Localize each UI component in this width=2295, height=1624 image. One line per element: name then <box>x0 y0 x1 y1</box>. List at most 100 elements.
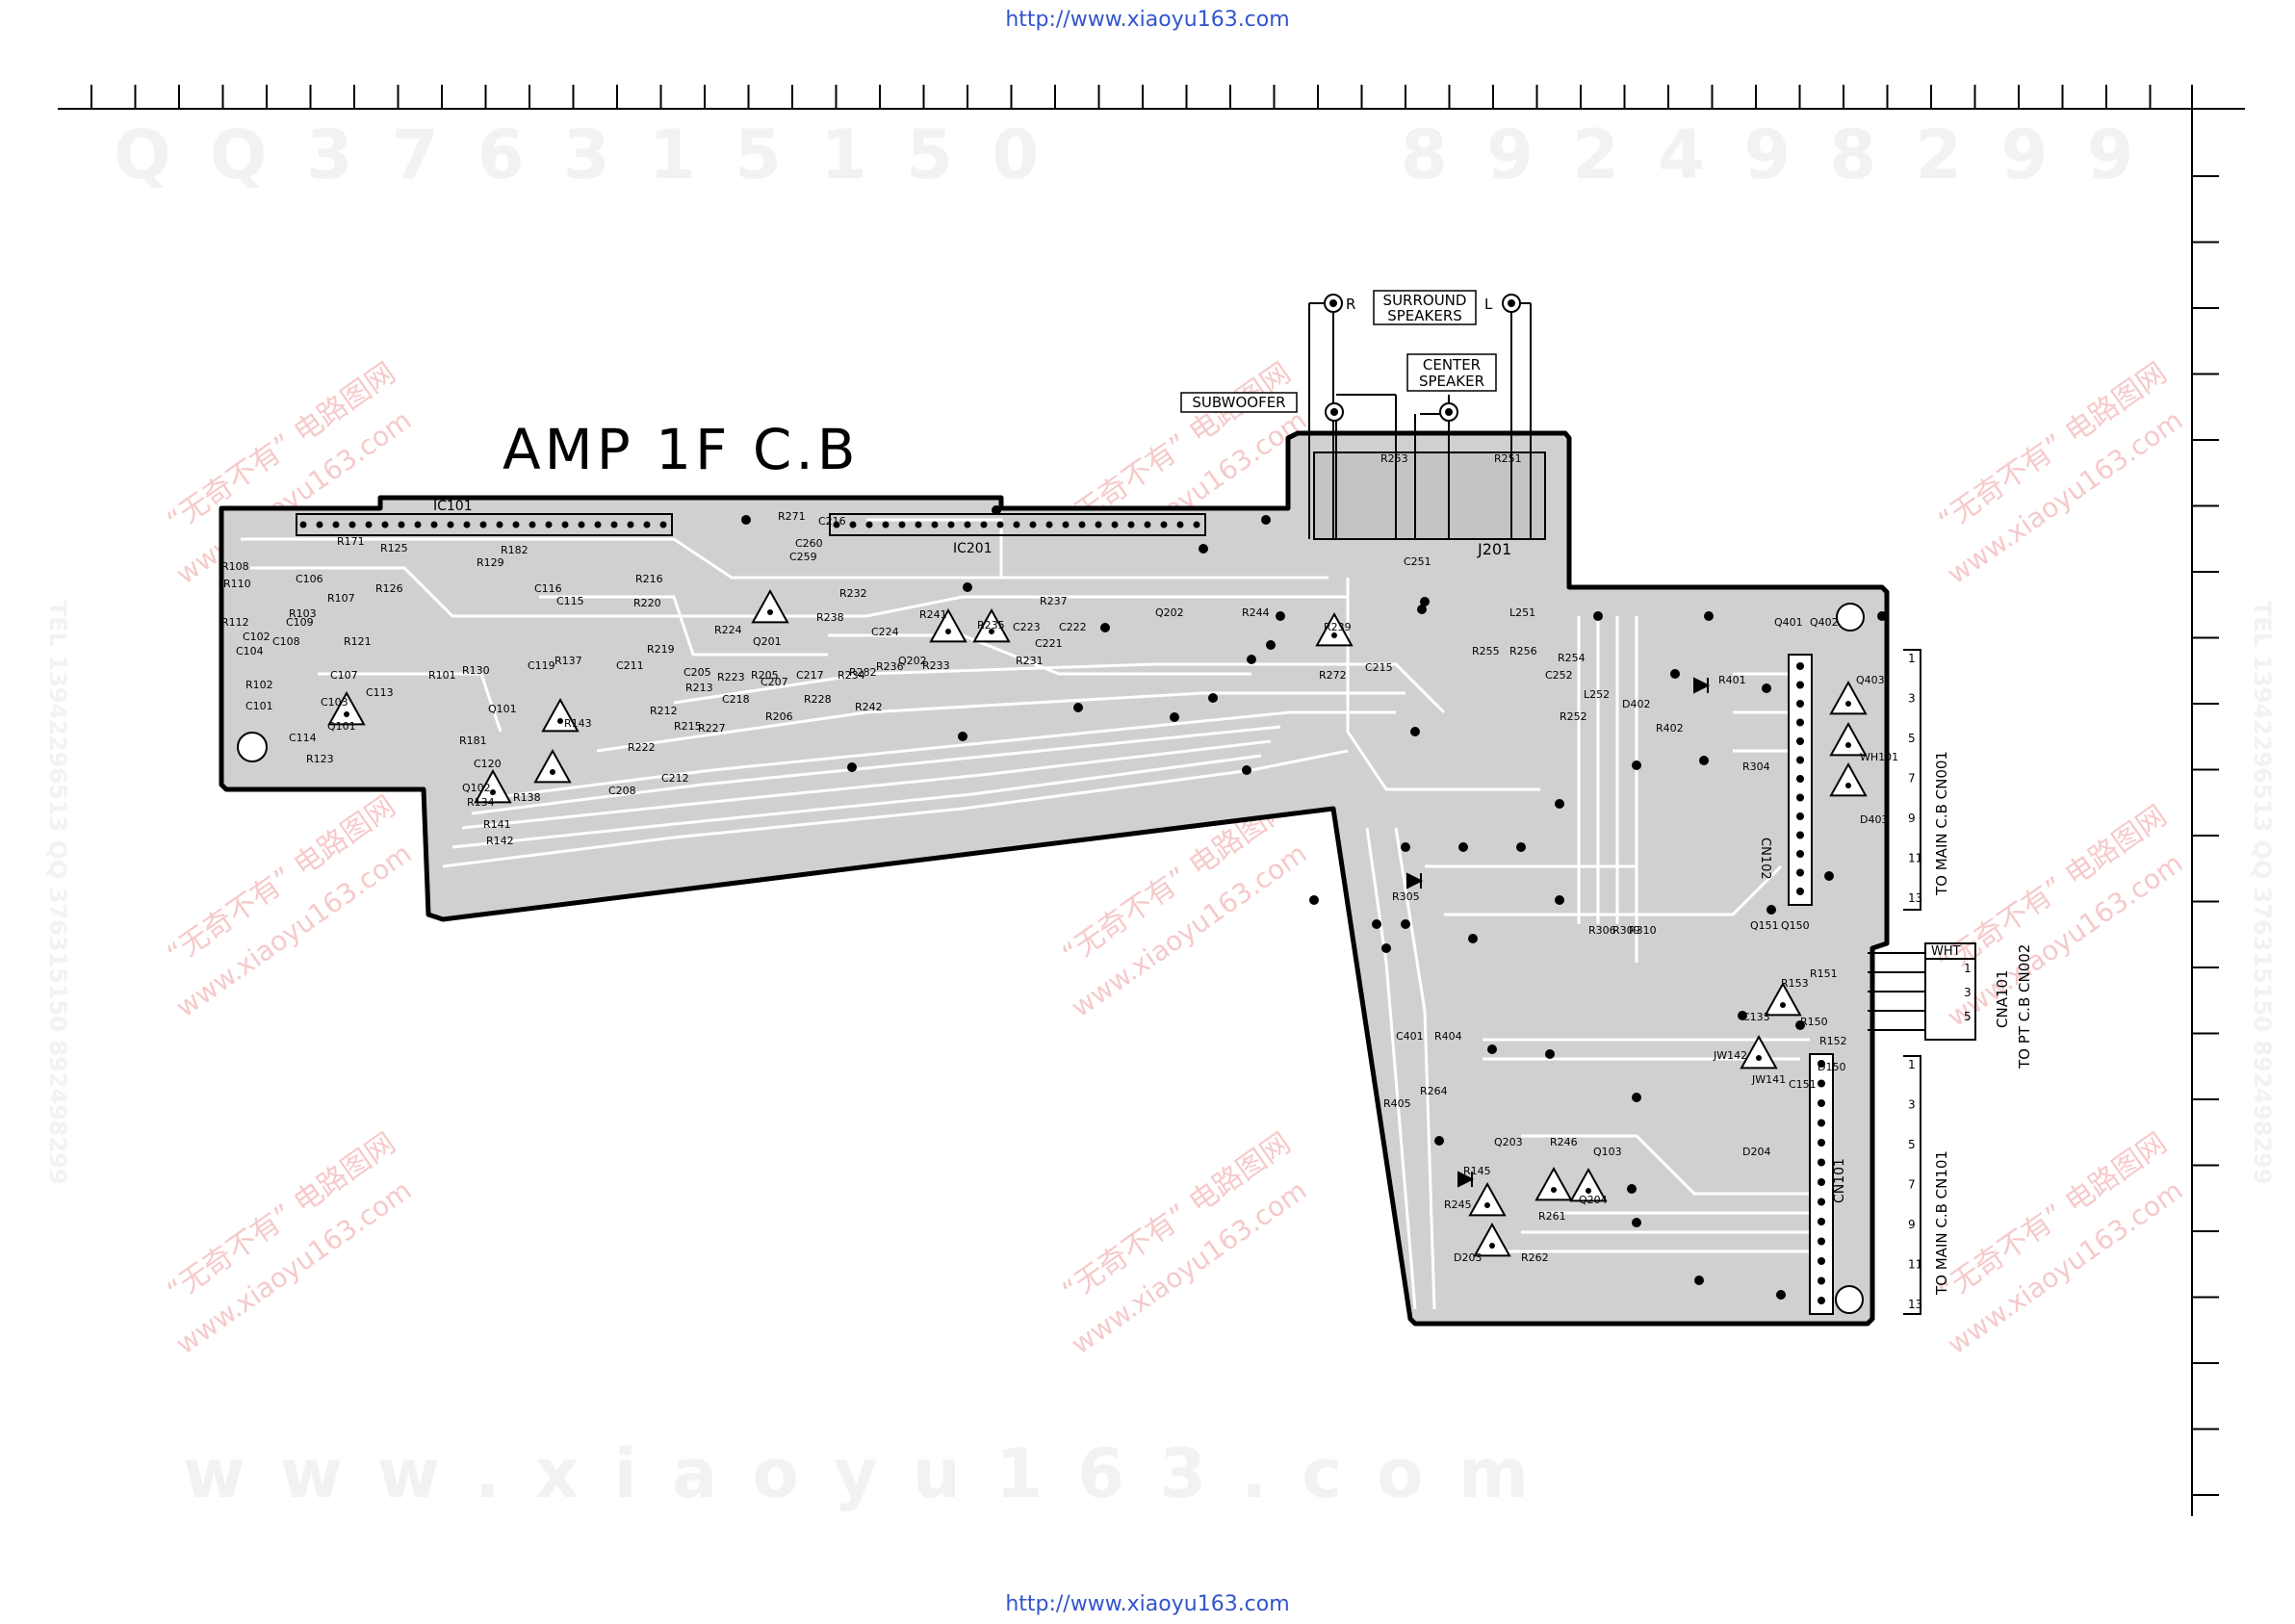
header-url[interactable]: http://www.xiaoyu163.com <box>1005 8 1290 32</box>
diode-symbols <box>1406 677 1711 1188</box>
component-label: R126 <box>375 582 403 595</box>
component-label: R401 <box>1718 674 1746 686</box>
component-label: R309 <box>1612 924 1640 937</box>
speaker-jack-panel <box>1308 302 1546 540</box>
pin-number: 3 <box>1964 986 1972 999</box>
component-label: C108 <box>272 635 300 648</box>
component-label: R145 <box>1463 1165 1491 1177</box>
component-label: C114 <box>289 732 317 744</box>
component-label: WH101 <box>1860 751 1898 763</box>
ic-pin <box>578 521 585 528</box>
cna101-wire-label: WHT <box>1931 944 1961 959</box>
connector-pin <box>1796 775 1804 783</box>
component-label: Q403 <box>1856 674 1885 686</box>
ic-pin <box>479 521 487 528</box>
component-label: R405 <box>1383 1097 1411 1110</box>
copper-trace <box>241 537 1328 580</box>
copper-trace <box>866 518 1003 578</box>
component-label: R141 <box>483 818 511 831</box>
component-label: R108 <box>221 560 249 573</box>
component-label: D402 <box>1622 698 1650 710</box>
component-label: R404 <box>1434 1030 1462 1043</box>
transistor-icon <box>929 607 967 643</box>
component-label: C251 <box>1404 555 1431 568</box>
component-label: R205 <box>751 669 779 682</box>
transistor-pin <box>1489 1243 1495 1249</box>
footer-url[interactable]: http://www.xiaoyu163.com <box>1005 1592 1290 1616</box>
transistor-icon <box>1829 721 1868 757</box>
via <box>1545 1049 1555 1059</box>
transistor-pin <box>1845 783 1851 788</box>
component-label: C151 <box>1789 1078 1817 1091</box>
component-label: C216 <box>818 515 846 528</box>
component-label: C212 <box>661 772 689 785</box>
component-label: JW142 <box>1713 1049 1747 1062</box>
via <box>1738 1011 1747 1020</box>
component-label: R112 <box>221 616 249 629</box>
pin-number: 1 <box>1908 652 1916 665</box>
copper-trace <box>1521 1134 1810 1196</box>
component-label: R239 <box>1324 621 1352 633</box>
connector-pin <box>1818 1198 1825 1206</box>
component-label: R246 <box>1550 1136 1578 1148</box>
ic-pin <box>1045 521 1053 528</box>
connector-pin <box>1818 1297 1825 1304</box>
component-label: C221 <box>1035 637 1063 650</box>
component-label: R101 <box>428 669 456 682</box>
pin-number: 11 <box>1908 1258 1922 1272</box>
transistor-pin <box>989 629 994 634</box>
copper-trace <box>461 739 1272 830</box>
via <box>1372 919 1381 929</box>
via <box>1555 799 1564 809</box>
component-label: C207 <box>761 676 788 688</box>
via <box>1381 943 1391 953</box>
component-label: Q151 <box>1750 919 1779 932</box>
via <box>992 505 1001 515</box>
connector-pin <box>1796 831 1804 839</box>
transistor-pin <box>1331 632 1337 638</box>
component-label: Q202 <box>1155 606 1184 619</box>
copper-trace <box>596 691 1405 753</box>
pin-number: 5 <box>1964 1010 1972 1023</box>
ic-pin <box>512 521 520 528</box>
component-label: C208 <box>608 785 636 797</box>
transistor-icon <box>1468 1181 1507 1217</box>
copper-trace <box>1444 864 1783 916</box>
component-label: JW141 <box>1751 1073 1786 1086</box>
via <box>1632 1093 1641 1102</box>
board-outline <box>219 430 1890 1327</box>
copper-trace <box>1365 827 1417 1310</box>
cn102-pin-column <box>1788 654 1813 906</box>
ic-pin <box>610 521 618 528</box>
via <box>847 762 857 772</box>
ic-pin <box>882 521 890 528</box>
component-label: R213 <box>685 682 713 694</box>
ic-pin <box>1127 521 1135 528</box>
component-label: Q102 <box>462 782 491 794</box>
ic-pin <box>529 521 536 528</box>
via <box>1762 683 1771 693</box>
ic-pin <box>865 521 873 528</box>
component-label: R231 <box>1016 655 1044 667</box>
component-label: R121 <box>344 635 372 648</box>
connector-pin <box>1818 1139 1825 1147</box>
transistor-icon <box>1569 1167 1608 1202</box>
component-label: R306 <box>1588 924 1616 937</box>
connector-pin <box>1796 850 1804 858</box>
component-label: R238 <box>816 611 844 624</box>
cna101-destination-label: TO PT C.B CN002 <box>2016 944 2033 1070</box>
pin-number: 13 <box>1908 891 1922 905</box>
component-label: R232 <box>839 587 867 600</box>
cn101-connector-box <box>1903 1055 1921 1315</box>
transistor-icon <box>1829 680 1868 715</box>
component-label: C260 <box>795 537 823 550</box>
component-label: C224 <box>871 626 899 638</box>
site-watermark-bottom: w w w . x i a o y u 1 6 3 . c o m <box>183 1434 1534 1513</box>
connector-pin <box>1796 756 1804 764</box>
pin-number: 3 <box>1908 692 1916 706</box>
component-label: R107 <box>327 592 355 605</box>
via <box>1170 712 1179 722</box>
component-label: R251 <box>1494 452 1522 465</box>
component-label: C113 <box>366 686 394 699</box>
component-label: R222 <box>628 741 656 754</box>
